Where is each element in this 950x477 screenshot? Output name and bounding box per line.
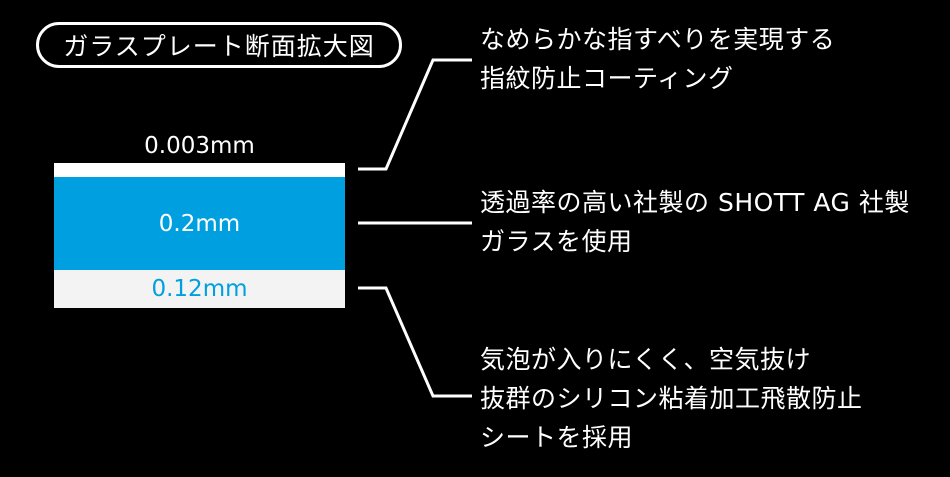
silicone-annotation-line-2: 抜群のシリコン粘着加工飛散防止 bbox=[480, 384, 863, 413]
coating-annotation-line-2: 指紋防止コーティング bbox=[480, 64, 734, 93]
coating-thickness-label: 0.003mm bbox=[144, 133, 255, 159]
coating-annotation: なめらかな指すべりを実現する 指紋防止コーティング bbox=[480, 20, 835, 98]
silicone-leader-line bbox=[358, 286, 472, 398]
glass-annotation-line-2: ガラスを使用 bbox=[480, 227, 633, 256]
glass-thickness-label: 0.2mm bbox=[158, 211, 241, 237]
silicone-annotation-line-1: 気泡が入りにくく、空気抜け bbox=[480, 345, 812, 374]
coating-annotation-line-1: なめらかな指すべりを実現する bbox=[480, 25, 836, 54]
silicone-annotation-line-3: シートを採用 bbox=[480, 423, 634, 452]
glass-annotation-line-1: 透過率の高い社製の SHOTT AG 社製 bbox=[480, 188, 910, 217]
silicone-annotation: 気泡が入りにくく、空気抜け 抜群のシリコン粘着加工飛散防止 シートを採用 bbox=[480, 340, 863, 457]
diagram-title: ガラスプレート断面拡大図 bbox=[36, 22, 402, 68]
coating-leader-line bbox=[358, 58, 472, 171]
glass-annotation: 透過率の高い社製の SHOTT AG 社製 ガラスを使用 bbox=[480, 183, 910, 261]
silicone-layer bbox=[54, 270, 345, 308]
coating-layer bbox=[54, 163, 345, 177]
silicone-thickness-label: 0.12mm bbox=[151, 276, 248, 302]
glass-layer bbox=[54, 177, 345, 270]
diagram-title-text: ガラスプレート断面拡大図 bbox=[63, 32, 375, 61]
